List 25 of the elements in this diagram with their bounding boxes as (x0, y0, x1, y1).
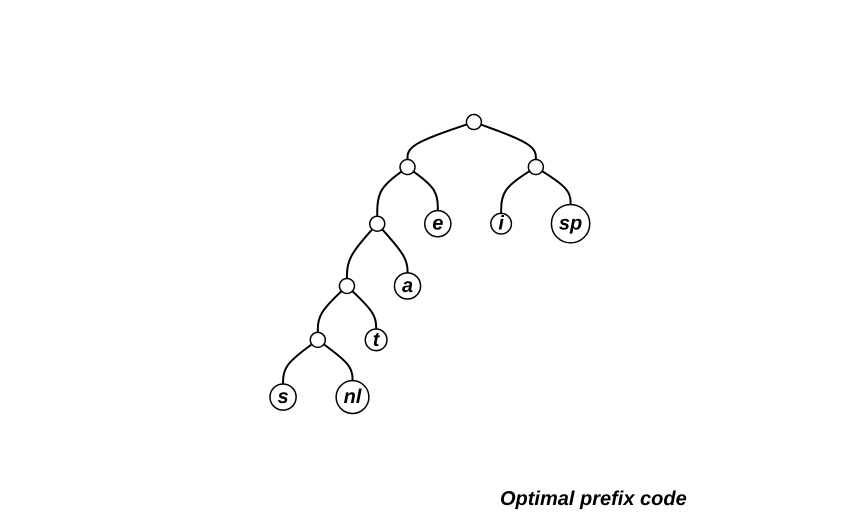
node-circle: s (268, 383, 296, 411)
connector (322, 344, 354, 381)
connector (346, 228, 373, 278)
connector (541, 170, 572, 205)
connector (406, 124, 467, 160)
connector (376, 170, 402, 216)
node-circle (465, 114, 482, 130)
node-circle (527, 158, 544, 176)
node-circle (309, 332, 326, 348)
connector (381, 228, 408, 273)
connector (480, 124, 536, 160)
node-circle: e (424, 210, 452, 238)
node-circle (338, 278, 355, 294)
node-circle: a (393, 272, 421, 300)
node-circle: i (490, 212, 512, 235)
node-circle (398, 158, 416, 176)
node-circle: sp (550, 204, 590, 244)
connector (351, 290, 377, 329)
connector (316, 290, 342, 332)
caption: Optimal prefix code (500, 488, 687, 511)
node-circle (368, 215, 386, 232)
connector (412, 170, 438, 211)
connector (282, 344, 312, 384)
node-circle: nl (334, 380, 370, 414)
connector (500, 170, 530, 214)
